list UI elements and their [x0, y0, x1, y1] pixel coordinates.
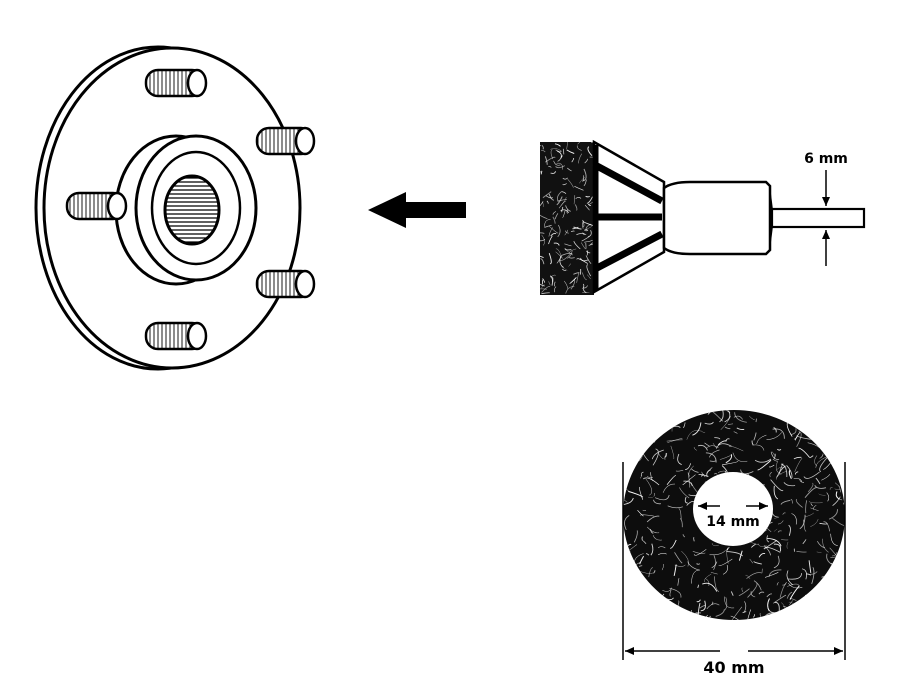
wheel-stud: [144, 321, 208, 351]
inner-diameter-label: 14 mm: [706, 514, 760, 530]
disc-abrasive-surface: [623, 410, 845, 620]
abrasive-disc-icon: [623, 410, 845, 620]
wheel-stud: [65, 191, 128, 221]
outer-diameter-label: 40 mm: [703, 658, 764, 677]
brush-pad: [540, 142, 594, 295]
abrasive-brush-tool-icon: [540, 139, 866, 295]
wheel-stud: [255, 269, 316, 299]
shaft-diameter-label: 6 mm: [804, 151, 848, 167]
arrow-left-icon: [368, 192, 466, 228]
wheel-stud: [144, 68, 208, 98]
wheel-stud: [255, 126, 316, 156]
wheel-hub-icon: [34, 45, 316, 371]
outer-diameter-dimension: [622, 462, 846, 660]
